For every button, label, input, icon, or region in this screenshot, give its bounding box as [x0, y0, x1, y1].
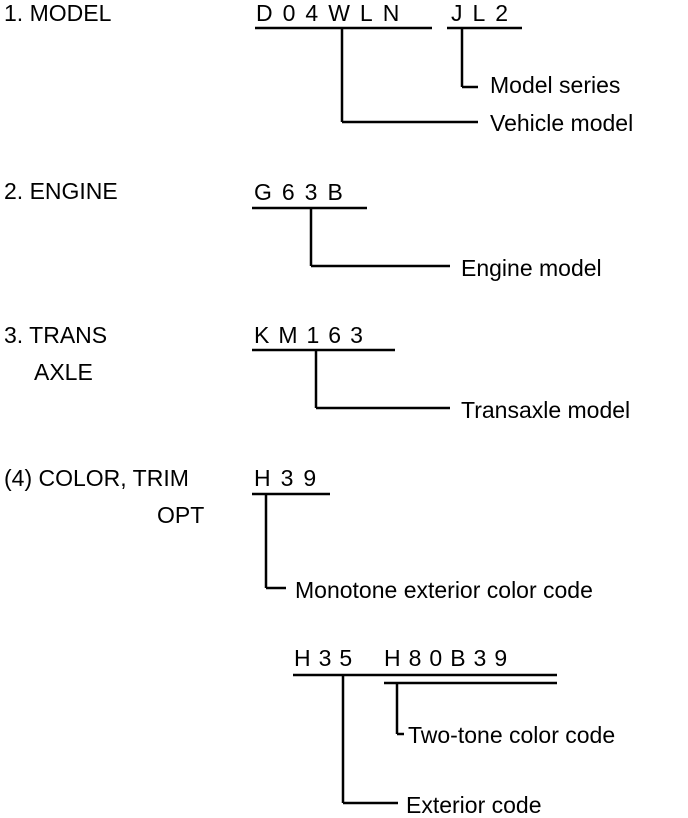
color-code-twotone-tone: H80B39 — [384, 645, 516, 671]
engine-code: G63B — [254, 179, 353, 205]
model-series-callout: Model series — [490, 72, 621, 98]
color-code-twotone-base: H35 — [294, 645, 361, 671]
trans-label-line1: 3. TRANS — [4, 322, 108, 348]
color-label-line2: OPT — [157, 502, 205, 528]
engine-model-callout: Engine model — [461, 255, 602, 281]
transaxle-model-callout: Transaxle model — [461, 397, 631, 423]
twotone-color-callout: Two-tone color code — [408, 722, 616, 748]
trans-label-line2: AXLE — [34, 359, 93, 385]
model-code-series: JL2 — [451, 0, 519, 26]
monotone-color-callout: Monotone exterior color code — [295, 577, 593, 603]
model-label: 1. MODEL — [4, 0, 112, 26]
color-label-line1: (4) COLOR, TRIM — [4, 465, 189, 491]
exterior-code-callout: Exterior code — [406, 792, 542, 818]
vehicle-model-callout: Vehicle model — [490, 110, 634, 136]
engine-label: 2. ENGINE — [4, 178, 118, 204]
color-code-mono: H39 — [254, 465, 327, 491]
trans-code: KM163 — [254, 322, 372, 348]
model-code-vehicle: D04WLN — [256, 0, 410, 26]
